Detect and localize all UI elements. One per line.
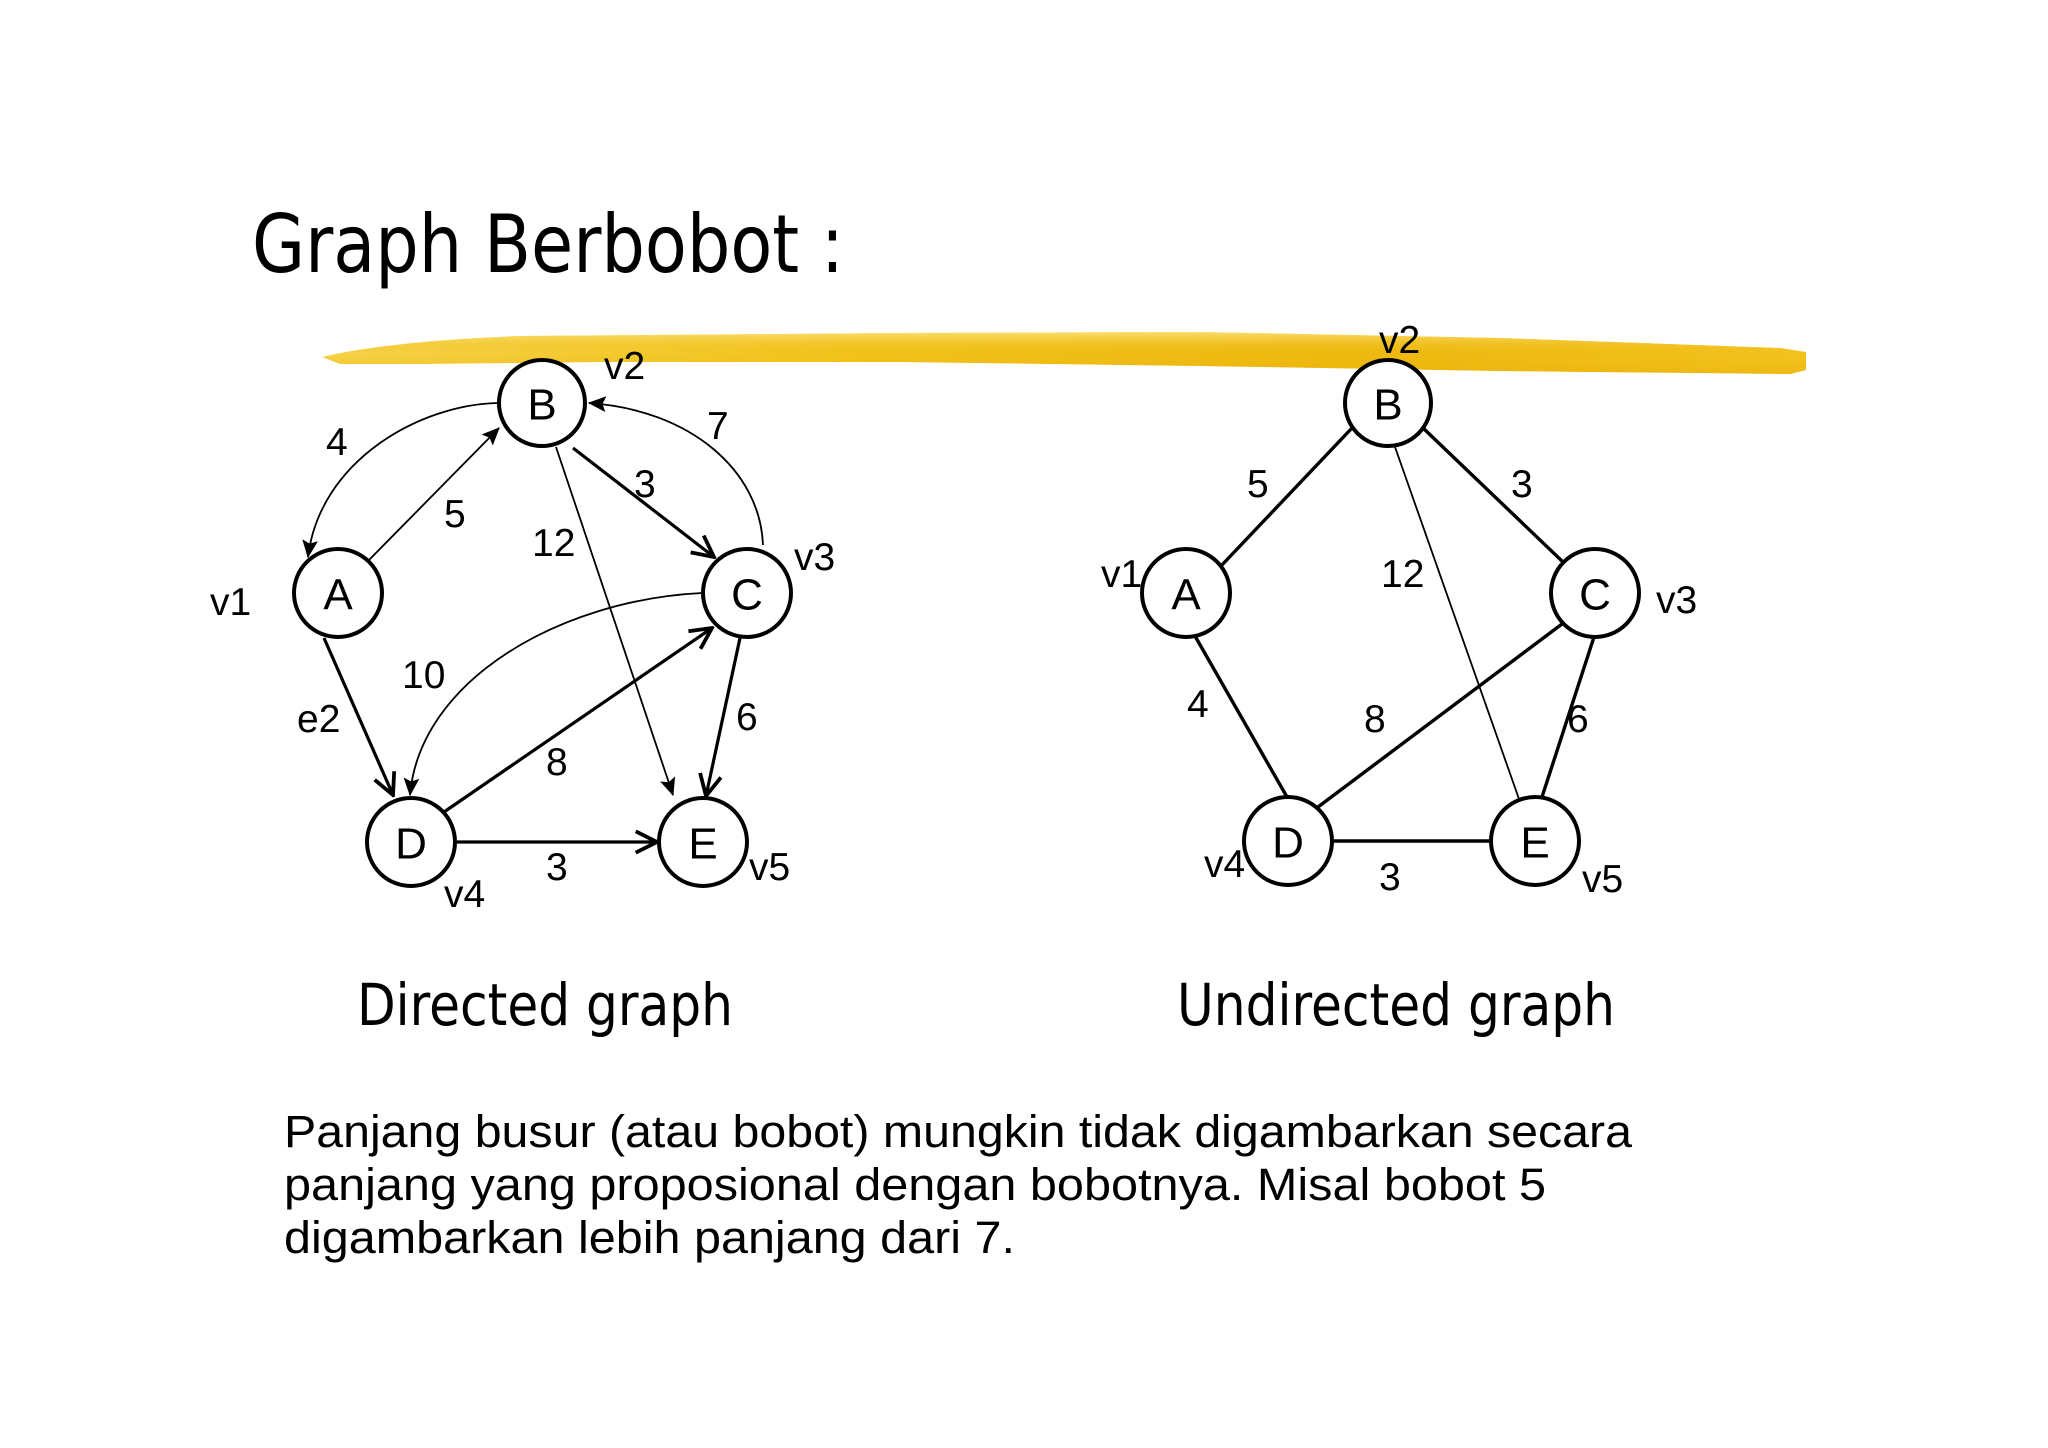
node-a: A [292,547,384,639]
weight-c-b: 7 [707,405,729,448]
node-c-label: C [731,571,763,620]
uweight-a-d: 4 [1187,683,1209,726]
paragraph-line-2: panjang yang proposional dengan bobotnya… [284,1159,1546,1210]
highlighter-underline [322,332,1806,374]
node-e: E [657,796,749,888]
node-b: B [497,358,587,448]
weight-b-e: 12 [532,522,575,565]
unode-c-label: C [1579,571,1611,620]
weight-b-a: 4 [326,421,348,464]
unode-e-label: E [1520,819,1549,868]
weight-a-b: 5 [444,493,466,536]
caption-undirected-graph: Undirected graph [1177,971,1615,1039]
unode-a: A [1140,547,1232,639]
edge-c-to-b [587,396,764,546]
uweight-b-e: 12 [1381,553,1424,596]
uvertex-label-v4: v4 [1204,843,1245,886]
unode-b-label: B [1373,381,1402,430]
node-a-label: A [323,571,353,620]
uweight-d-e: 3 [1379,856,1401,899]
vertex-label-v5: v5 [749,846,790,889]
node-d-label: D [395,820,427,869]
vertex-label-v3: v3 [794,536,835,579]
unode-c: C [1549,547,1641,639]
uedge-b-e [1394,446,1520,800]
node-e-label: E [688,820,717,869]
weight-b-c: 3 [634,463,656,506]
node-c: C [701,547,793,639]
edge-b-to-e [555,446,676,797]
uvertex-label-v2: v2 [1379,319,1420,362]
unode-d: D [1242,795,1334,887]
vertex-label-v2: v2 [604,345,645,388]
edge-b-to-a [302,402,498,559]
edge-b-to-c [572,446,714,557]
node-b-label: B [527,381,556,430]
weight-a-d: e2 [297,698,340,741]
paragraph-line-3: digambarkan lebih panjang dari 7. [284,1212,1015,1263]
edge-a-to-b [368,427,500,561]
weight-d-e: 3 [546,846,568,889]
uweight-c-e: 6 [1567,698,1589,741]
uweight-c-d: 8 [1364,698,1386,741]
unode-a-label: A [1171,571,1201,620]
undirected-graph: A B C D E v1 v2 v3 v4 v5 5 3 12 4 8 6 3 [1101,319,1697,901]
edge-c-to-d [403,592,703,797]
unode-e: E [1489,795,1581,887]
caption-directed-graph: Directed graph [357,971,733,1039]
paragraph-line-1: Panjang busur (atau bobot) mungkin tidak… [284,1106,1633,1157]
uedge-c-e [1540,636,1596,798]
uvertex-label-v3: v3 [1656,579,1697,622]
uvertex-label-v5: v5 [1582,858,1623,901]
unode-b: B [1343,358,1433,448]
uweight-b-c: 3 [1511,463,1533,506]
edge-c-to-e [706,637,742,796]
uedge-a-d [1193,635,1289,798]
uweight-a-b: 5 [1247,463,1269,506]
edge-d-to-c [443,628,712,814]
uedge-b-c [1421,426,1565,564]
vertex-label-v1: v1 [210,581,251,624]
weight-c-d: 10 [402,654,445,697]
vertex-label-v4: v4 [444,873,485,916]
edge-a-to-d [322,637,393,795]
uvertex-label-v1: v1 [1101,553,1142,596]
page-title: Graph Berbobot : [252,198,844,291]
weight-c-e: 6 [736,696,758,739]
unode-d-label: D [1272,819,1304,868]
directed-graph: A B C D E v1 v2 v3 v4 v5 4 5 3 7 12 e2 1… [210,345,835,916]
weight-d-c: 8 [546,741,568,784]
uedge-c-d [1316,622,1564,809]
explanation-paragraph: Panjang busur (atau bobot) mungkin tidak… [284,1106,1633,1263]
uedge-a-b [1219,426,1354,568]
node-d: D [365,796,457,888]
